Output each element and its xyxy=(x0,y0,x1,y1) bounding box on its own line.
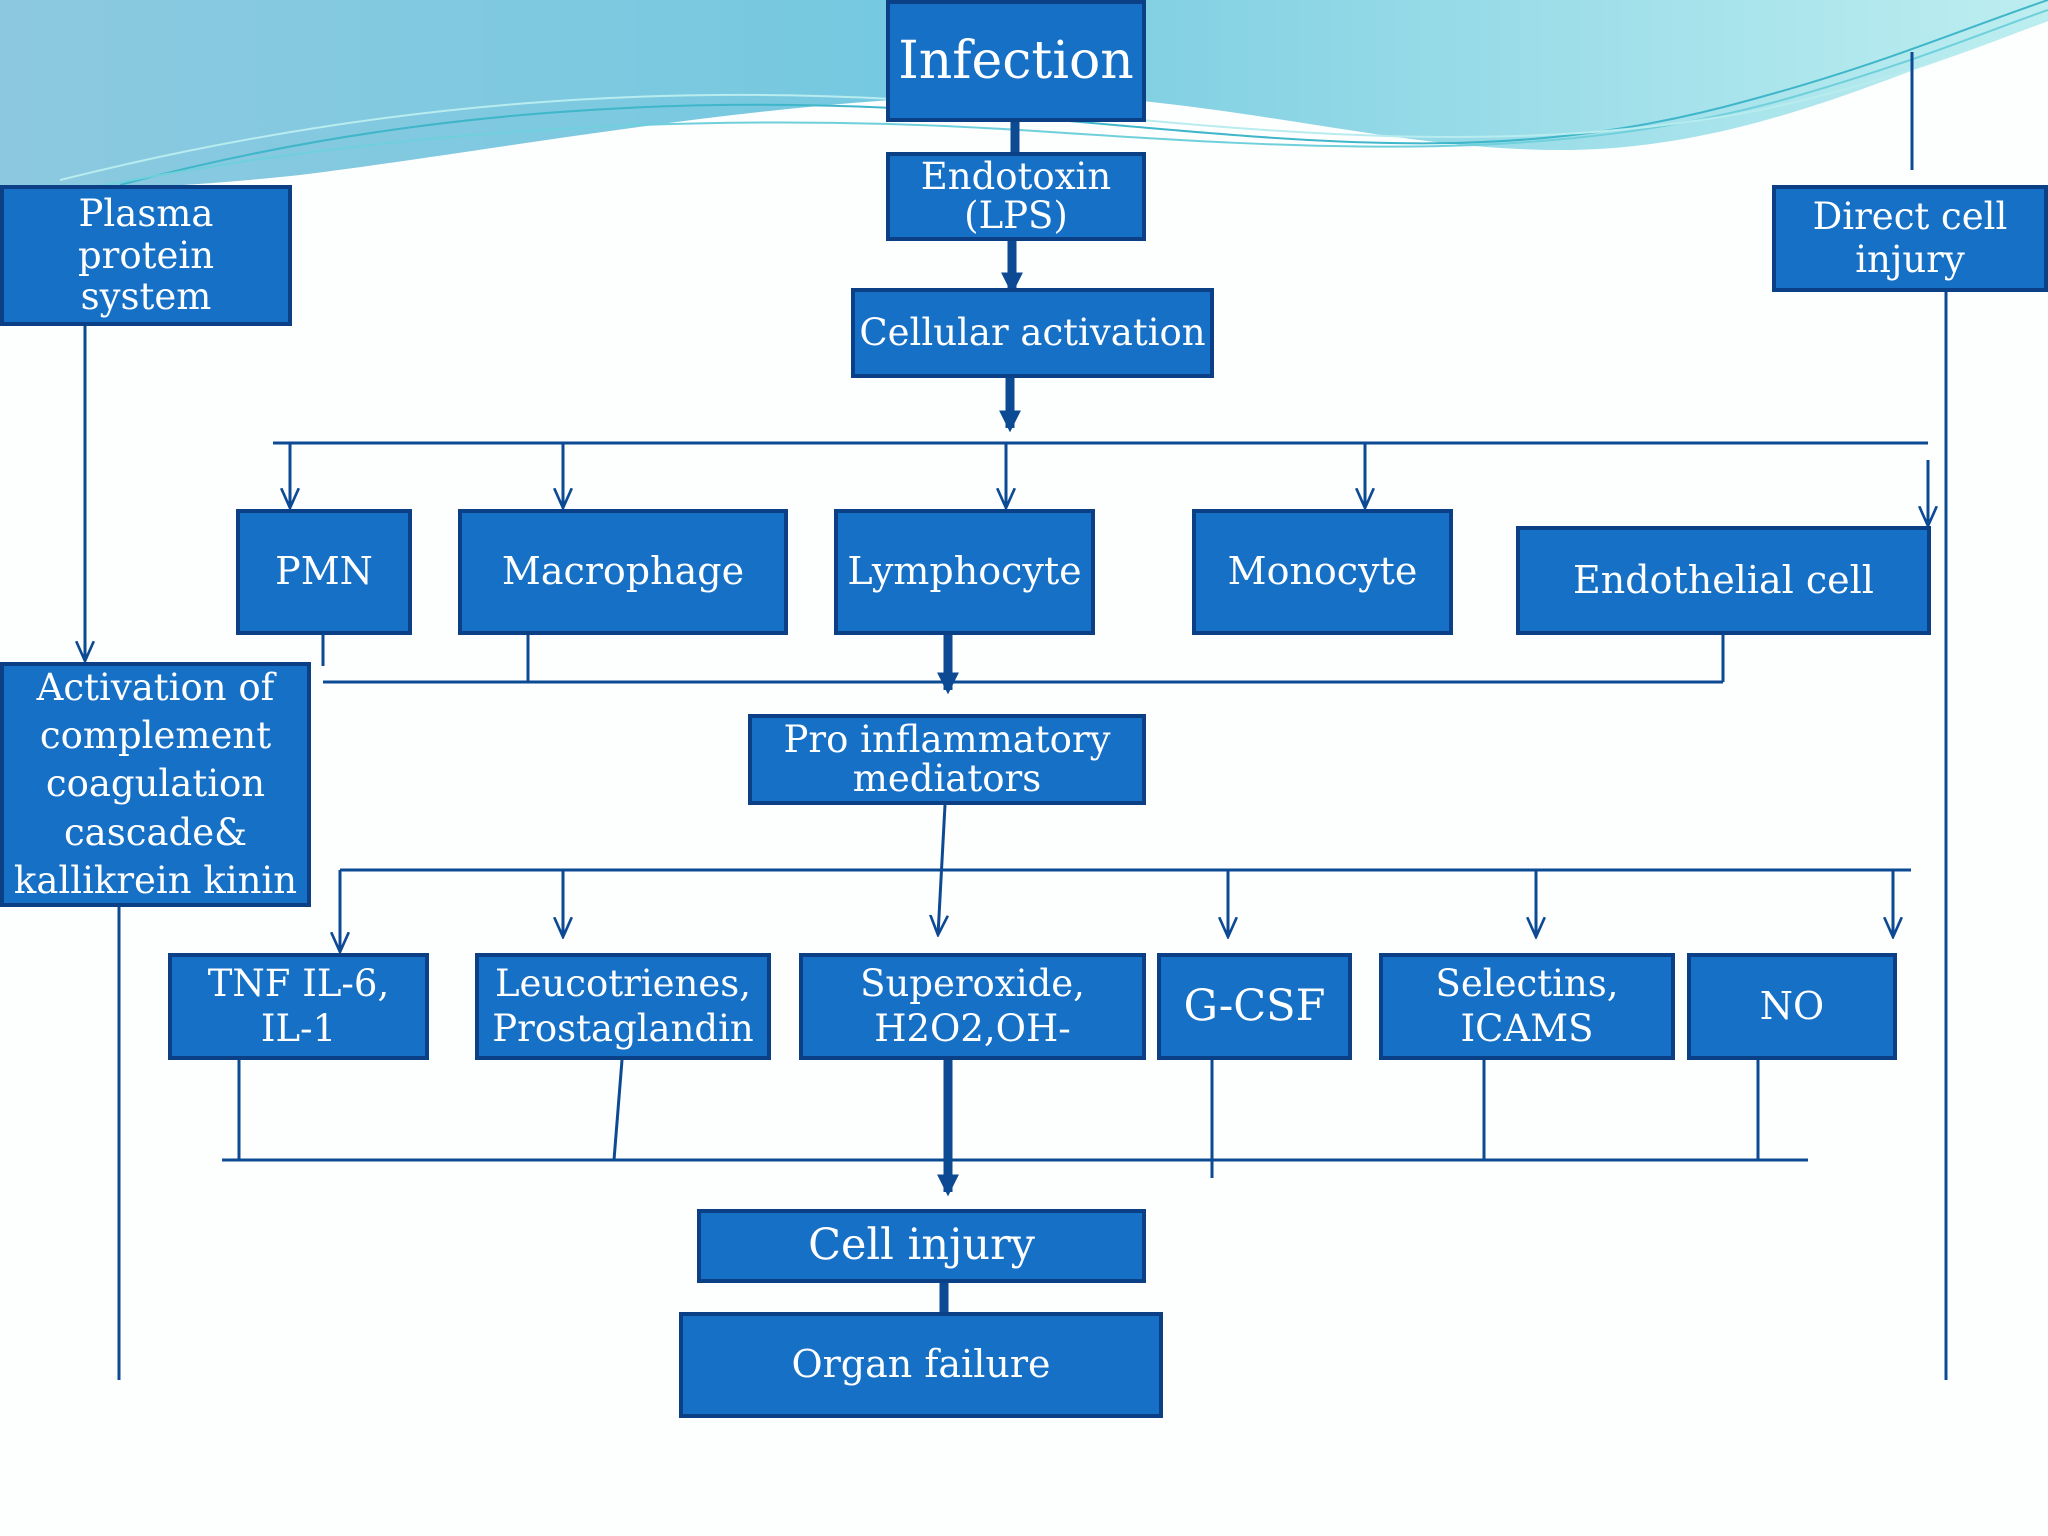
cell-injury-node: Cell injury xyxy=(697,1209,1146,1283)
cellular-activation-node: Cellular activation xyxy=(851,288,1214,378)
plasma-protein-system-label: Plasma protein system xyxy=(77,192,215,319)
macrophage-node: Macrophage xyxy=(458,509,788,635)
lymphocyte-label: Lymphocyte xyxy=(847,549,1082,594)
pmn-label: PMN xyxy=(275,549,373,594)
lymphocyte-node: Lymphocyte xyxy=(834,509,1095,635)
macrophage-label: Macrophage xyxy=(501,549,745,594)
pmn-node: PMN xyxy=(236,509,412,635)
tnf-il-label: TNF IL-6, IL-1 xyxy=(207,962,390,1050)
direct-cell-injury-label: Direct cell injury xyxy=(1812,194,2008,281)
direct-cell-injury-node: Direct cell injury xyxy=(1772,185,2048,292)
pro-inflammatory-mediators-label: Pro inflammatory mediators xyxy=(783,717,1111,800)
organ-failure-label: Organ failure xyxy=(791,1342,1051,1387)
infection-label: Infection xyxy=(898,30,1134,91)
endothelial-cell-label: Endothelial cell xyxy=(1573,557,1874,602)
complement-activation-label: Activation of complement coagulation cas… xyxy=(13,666,298,902)
endothelial-cell-node: Endothelial cell xyxy=(1516,526,1931,635)
tnf-il-node: TNF IL-6, IL-1 xyxy=(168,953,429,1060)
organ-failure-node: Organ failure xyxy=(679,1312,1163,1418)
infection-node: Infection xyxy=(886,0,1146,122)
cell-injury-label: Cell injury xyxy=(808,1220,1035,1271)
no-node: NO xyxy=(1687,953,1897,1060)
endotoxin-node: Endotoxin (LPS) xyxy=(886,152,1146,241)
cellular-activation-label: Cellular activation xyxy=(859,310,1206,354)
no-label: NO xyxy=(1759,983,1825,1028)
monocyte-label: Monocyte xyxy=(1227,549,1418,594)
plasma-protein-system-node: Plasma protein system xyxy=(0,185,292,326)
gcsf-node: G-CSF xyxy=(1157,953,1352,1060)
selectins-node: Selectins, ICAMS xyxy=(1379,953,1675,1060)
gcsf-label: G-CSF xyxy=(1183,980,1326,1031)
superoxide-label: Superoxide, H2O2,OH- xyxy=(860,962,1085,1050)
superoxide-node: Superoxide, H2O2,OH- xyxy=(799,953,1146,1060)
leucotrienes-node: Leucotrienes, Prostaglandin xyxy=(475,953,771,1060)
monocyte-node: Monocyte xyxy=(1192,509,1453,635)
leucotrienes-label: Leucotrienes, Prostaglandin xyxy=(492,962,754,1050)
endotoxin-label: Endotoxin (LPS) xyxy=(920,154,1112,237)
pro-inflammatory-mediators-node: Pro inflammatory mediators xyxy=(748,714,1146,805)
complement-activation-node: Activation of complement coagulation cas… xyxy=(0,662,311,907)
selectins-label: Selectins, ICAMS xyxy=(1435,962,1619,1050)
